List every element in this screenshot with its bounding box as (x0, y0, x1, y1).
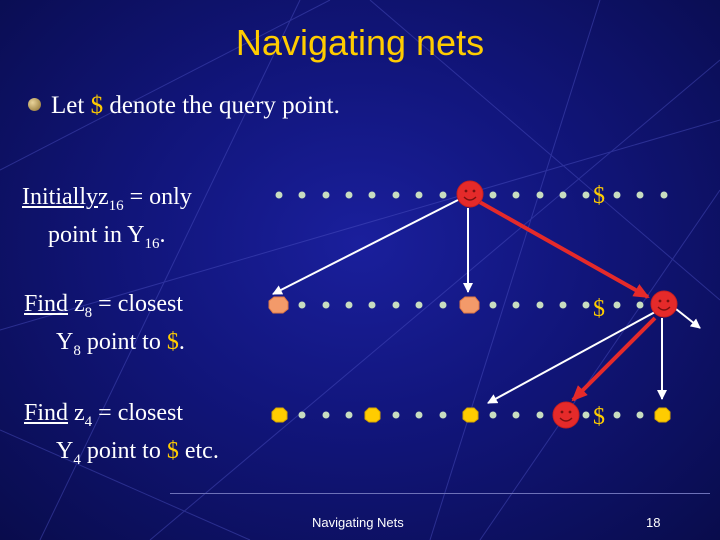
step-initial-mid: = only (123, 184, 192, 210)
row-y16-dots (275, 191, 668, 199)
step-z4-mid: = closest (92, 400, 184, 426)
step-z8-mid: = closest (92, 291, 184, 317)
row-y4-dots (298, 411, 644, 419)
step-initial-line2: point in Y (48, 221, 145, 248)
bullet-query-definition: Let $ denote the query point. (28, 92, 340, 120)
nearest-point-y4-icon (552, 401, 580, 429)
net4-points (271, 407, 671, 423)
step-z8-zsub: 8 (84, 304, 93, 321)
step-z8-line2: Y (56, 328, 74, 355)
step-z8-line2-sub: 8 (73, 342, 81, 359)
white-arrows (272, 199, 701, 404)
net8-points (268, 296, 480, 314)
step-z8-link[interactable]: Find (24, 291, 69, 317)
step-z8-z: z (68, 291, 85, 317)
step-z4-line2-text: point to (80, 437, 167, 464)
query-point-y4: $ (593, 404, 605, 430)
footer-title: Navigating Nets (312, 515, 404, 530)
step-initial-line2-end: . (159, 221, 166, 248)
step-z4-line2: Y (56, 437, 74, 464)
step-z4-line2-sub: 4 (73, 451, 81, 468)
query-point-y16: $ (593, 183, 605, 209)
bullet-prefix: Let (51, 92, 91, 119)
step-initial: Initiallyz16 = only point in Y16. (22, 183, 192, 259)
bullet-suffix: denote the query point. (103, 92, 340, 119)
step-z4-link[interactable]: Find (24, 400, 69, 426)
step-z4-dollar: $ (166, 437, 179, 464)
page-number: 18 (646, 515, 661, 530)
step-initial-zsub: 16 (108, 197, 124, 214)
nearest-point-y16-icon (456, 180, 484, 208)
nearest-point-y8-icon (650, 290, 678, 318)
red-arrows (475, 198, 657, 402)
step-z4-line2-end: etc. (178, 437, 219, 464)
row-y8-dots (298, 301, 644, 309)
step-z4-zsub: 4 (84, 413, 93, 430)
step-z8-line2-end: . (178, 328, 185, 355)
step-z4-z: z (68, 400, 85, 426)
step-z8-dollar: $ (166, 328, 179, 355)
bullet-icon (28, 98, 41, 111)
query-symbol: $ (90, 92, 104, 119)
slide-title: Navigating nets (235, 22, 485, 63)
step-initial-link[interactable]: Initially (22, 184, 98, 210)
footer-divider (170, 493, 710, 494)
step-find-z4: Find z4 = closest Y4 point to $ etc. (24, 399, 219, 475)
step-initial-line2-sub: 16 (144, 235, 160, 252)
query-point-y8: $ (593, 296, 605, 322)
step-z8-line2-text: point to (80, 328, 167, 355)
step-find-z8: Find z8 = closest Y8 point to $. (24, 290, 185, 366)
step-initial-z: z (97, 184, 109, 210)
